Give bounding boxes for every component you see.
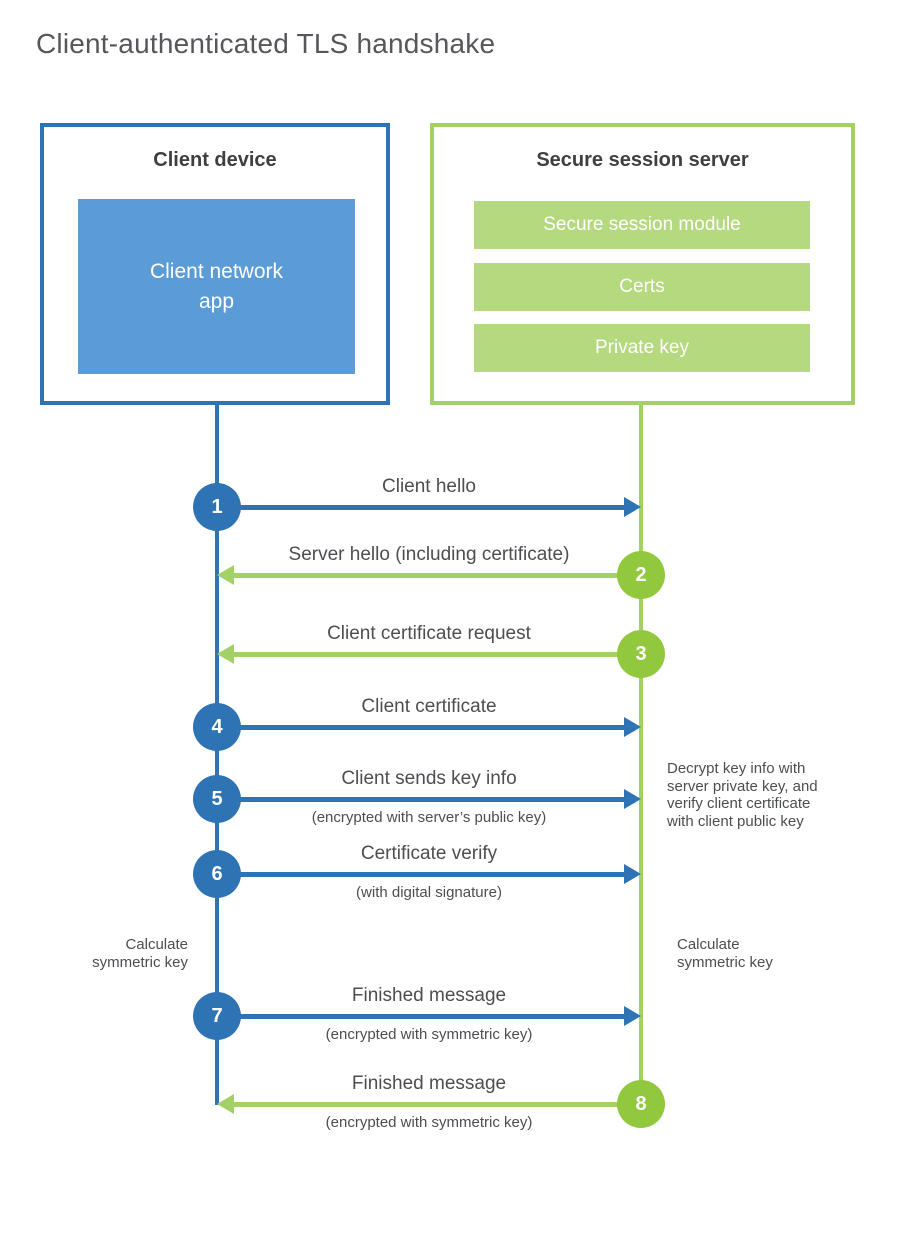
arrow-head-icon xyxy=(217,1094,234,1114)
client-lifeline xyxy=(215,405,219,1105)
arrow-head-icon xyxy=(217,565,234,585)
message-label: Certificate verify xyxy=(360,843,498,864)
message-label: Client hello xyxy=(382,476,476,497)
secure-session-server-heading: Secure session server xyxy=(536,149,749,171)
calculate-symmetric-key-note-left: Calculate symmetric key xyxy=(92,936,188,971)
message-sublabel: (encrypted with symmetric key) xyxy=(325,1114,533,1131)
arrow-head-icon xyxy=(217,644,234,664)
client-device-heading: Client device xyxy=(153,149,277,171)
step-badge: 7 xyxy=(193,992,241,1040)
message-label: Client sends key info xyxy=(341,768,517,789)
arrow-head-icon xyxy=(624,864,641,884)
step-badge: 4 xyxy=(193,703,241,751)
arrow-line xyxy=(217,872,631,877)
client-network-app-box: Client network app xyxy=(78,199,355,374)
step-badge: 5 xyxy=(193,775,241,823)
message-label: Finished message xyxy=(351,1073,507,1094)
message-label: Server hello (including certificate) xyxy=(288,544,570,565)
message-label: Client certificate request xyxy=(327,623,531,644)
diagram-title: Client-authenticated TLS handshake xyxy=(36,28,496,59)
server-module-bar: Secure session module xyxy=(474,201,810,249)
server-module-bar: Certs xyxy=(474,263,810,311)
decrypt-key-note: Decrypt key info with server private key… xyxy=(667,760,818,830)
arrow-line xyxy=(227,573,641,578)
server-module-bar: Private key xyxy=(474,324,810,372)
arrow-head-icon xyxy=(624,497,641,517)
step-badge: 6 xyxy=(193,850,241,898)
arrow-head-icon xyxy=(624,1006,641,1026)
arrow-line xyxy=(217,1014,631,1019)
arrow-line xyxy=(217,725,631,730)
step-badge: 3 xyxy=(617,630,665,678)
arrow-line xyxy=(227,652,641,657)
step-badge: 8 xyxy=(617,1080,665,1128)
message-sublabel: (encrypted with symmetric key) xyxy=(325,1026,533,1043)
server-lifeline xyxy=(639,405,643,1105)
step-badge: 1 xyxy=(193,483,241,531)
message-label: Finished message xyxy=(351,985,507,1006)
message-sublabel: (with digital signature) xyxy=(356,884,502,901)
arrow-head-icon xyxy=(624,789,641,809)
calculate-symmetric-key-note-right: Calculate symmetric key xyxy=(677,936,773,971)
step-badge: 2 xyxy=(617,551,665,599)
arrow-line xyxy=(217,505,631,510)
message-label: Client certificate xyxy=(361,696,497,717)
arrow-line xyxy=(217,797,631,802)
arrow-head-icon xyxy=(624,717,641,737)
message-sublabel: (encrypted with server’s public key) xyxy=(311,809,547,826)
arrow-line xyxy=(227,1102,641,1107)
